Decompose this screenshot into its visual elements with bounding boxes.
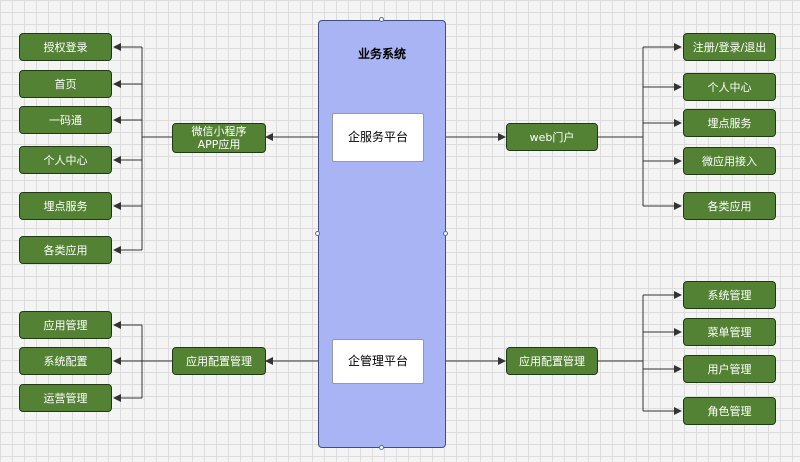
service-platform-node[interactable]: 企服务平台 bbox=[332, 113, 424, 162]
miniapp-item[interactable]: 个人中心 bbox=[19, 146, 112, 174]
left-config-item[interactable]: 运营管理 bbox=[19, 384, 112, 412]
web-item[interactable]: 注册/登录/退出 bbox=[683, 33, 776, 61]
right-config-item[interactable]: 菜单管理 bbox=[683, 318, 776, 346]
left-config-item[interactable]: 应用管理 bbox=[19, 311, 112, 339]
selection-handle[interactable] bbox=[379, 445, 384, 450]
web-portal-node[interactable]: web门户 bbox=[506, 123, 598, 151]
miniapp-item[interactable]: 各类应用 bbox=[19, 236, 112, 264]
selection-handle[interactable] bbox=[379, 17, 384, 22]
web-item[interactable]: 埋点服务 bbox=[683, 109, 776, 137]
miniapp-item[interactable]: 一码通 bbox=[19, 106, 112, 134]
right-config-item[interactable]: 用户管理 bbox=[683, 355, 776, 383]
right-config-node[interactable]: 应用配置管理 bbox=[506, 347, 598, 375]
miniapp-label-line1: 微信小程序 bbox=[191, 125, 247, 138]
web-item[interactable]: 个人中心 bbox=[683, 73, 776, 101]
selection-handle[interactable] bbox=[315, 231, 320, 236]
miniapp-item[interactable]: 埋点服务 bbox=[19, 192, 112, 220]
selection-handle[interactable] bbox=[443, 231, 448, 236]
business-system-title: 业务系统 bbox=[357, 47, 406, 61]
left-config-item[interactable]: 系统配置 bbox=[19, 347, 112, 375]
right-config-item[interactable]: 角色管理 bbox=[683, 397, 776, 425]
management-platform-node[interactable]: 企管理平台 bbox=[332, 339, 424, 384]
miniapp-node[interactable]: 微信小程序 APP应用 bbox=[172, 123, 266, 153]
miniapp-label-line2: APP应用 bbox=[197, 138, 241, 151]
right-config-item[interactable]: 系统管理 bbox=[683, 281, 776, 309]
web-item[interactable]: 各类应用 bbox=[683, 192, 776, 220]
miniapp-item[interactable]: 首页 bbox=[19, 70, 112, 98]
web-item[interactable]: 微应用接入 bbox=[683, 147, 776, 175]
miniapp-item[interactable]: 授权登录 bbox=[19, 33, 112, 61]
left-config-node[interactable]: 应用配置管理 bbox=[172, 347, 266, 375]
